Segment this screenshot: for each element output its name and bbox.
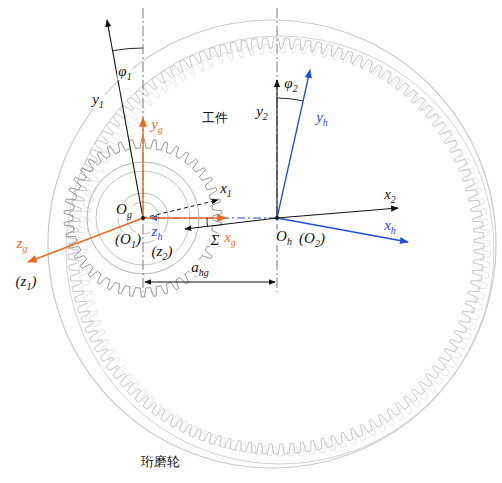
axis-label: y1 — [91, 92, 105, 108]
symbol: y — [316, 109, 323, 125]
subscript: 2 — [263, 111, 268, 122]
subscript: 2 — [315, 238, 320, 249]
wheel-rim — [48, 20, 496, 468]
symbol: ) — [320, 230, 325, 246]
symbol: z — [157, 243, 163, 259]
axis-y1 — [107, 20, 143, 218]
axis-z2 — [185, 218, 277, 229]
symbol: x — [224, 229, 231, 245]
axis-label: yg — [150, 117, 164, 133]
subscript: hg — [199, 267, 209, 278]
wheel-teeth — [68, 38, 484, 454]
symbol: O — [120, 231, 131, 247]
center-line — [143, 8, 144, 292]
symbol: ( — [16, 273, 21, 289]
angle-arc — [113, 48, 143, 51]
symbol: z — [21, 273, 27, 289]
axis-label: φ2 — [283, 76, 298, 92]
symbol: Σ — [211, 232, 220, 248]
axis-label: xg — [223, 230, 237, 246]
axis-label: φ1 — [117, 64, 132, 80]
axis-label: x2 — [383, 187, 397, 203]
dimension-line — [145, 282, 275, 283]
symbol: ( — [299, 230, 304, 246]
subscript: 2 — [391, 194, 396, 205]
subscript: g — [127, 209, 132, 220]
subscript: 1 — [131, 239, 136, 250]
subscript: 1 — [26, 281, 31, 292]
subscript: g — [231, 237, 236, 248]
symbol: z — [17, 235, 23, 251]
symbol: O — [116, 201, 127, 217]
axis-label: y2 — [255, 104, 269, 120]
subscript: h — [287, 236, 292, 247]
axis-label: zg — [16, 236, 29, 252]
axis-label: Og — [115, 202, 133, 218]
symbol: x — [384, 186, 391, 202]
angle-arc — [207, 218, 209, 226]
axis-x2 — [277, 208, 398, 218]
origin-dot — [275, 216, 279, 220]
axis-label: Σ — [210, 233, 221, 249]
symbol: a — [191, 259, 199, 275]
symbol: y — [256, 103, 263, 119]
symbol: y — [151, 116, 158, 132]
symbol: ( — [115, 231, 120, 247]
axis-label: ahg — [190, 260, 210, 276]
axis-label: yh — [315, 110, 329, 126]
subscript: h — [323, 117, 328, 128]
axis-xg — [143, 217, 226, 218]
axis-xh — [277, 218, 408, 242]
subscript: h — [157, 231, 162, 242]
symbol: ) — [167, 243, 172, 259]
axis-label: (z2) — [151, 244, 174, 260]
symbol: ) — [136, 231, 141, 247]
axis-label: (z1) — [15, 274, 38, 290]
axis-label: x1 — [219, 181, 233, 197]
symbol: y — [92, 91, 99, 107]
axis-label: (O1) — [114, 232, 142, 248]
subscript: 1 — [127, 71, 132, 82]
axis-label: Oh — [275, 229, 293, 245]
axis-zg — [28, 218, 143, 262]
subscript: 1 — [99, 99, 104, 110]
symbol: φ — [284, 75, 292, 91]
symbol: O — [276, 228, 287, 244]
subscript: 2 — [293, 83, 298, 94]
angle-arc — [277, 98, 303, 101]
coordinate-axes — [28, 8, 408, 292]
axis-label: (O2) — [298, 231, 326, 247]
origin-dot — [141, 216, 145, 220]
axis-y2 — [276, 80, 277, 218]
symbol: x — [384, 217, 391, 233]
axis-label: xh — [383, 218, 397, 234]
symbol: x — [220, 180, 227, 196]
symbol: φ — [118, 63, 126, 79]
symbol: z — [152, 223, 158, 239]
subscript: h — [391, 225, 396, 236]
axis-label: 工件 — [201, 111, 229, 125]
axis-x1 — [143, 200, 218, 218]
axis-yh — [277, 70, 310, 218]
symbol: ( — [152, 243, 157, 259]
center-line — [277, 8, 278, 292]
wheel-rim — [66, 36, 494, 464]
honing-wheel — [48, 20, 496, 468]
symbol: O — [304, 230, 315, 246]
subscript: g — [22, 243, 27, 254]
subscript: 1 — [227, 188, 232, 199]
symbol: ) — [31, 273, 36, 289]
subscript: 2 — [162, 251, 167, 262]
axis-yg — [142, 118, 143, 218]
axis-label: 珩磨轮 — [140, 455, 181, 469]
subscript: g — [158, 124, 163, 135]
axis-label: zh — [151, 224, 164, 240]
